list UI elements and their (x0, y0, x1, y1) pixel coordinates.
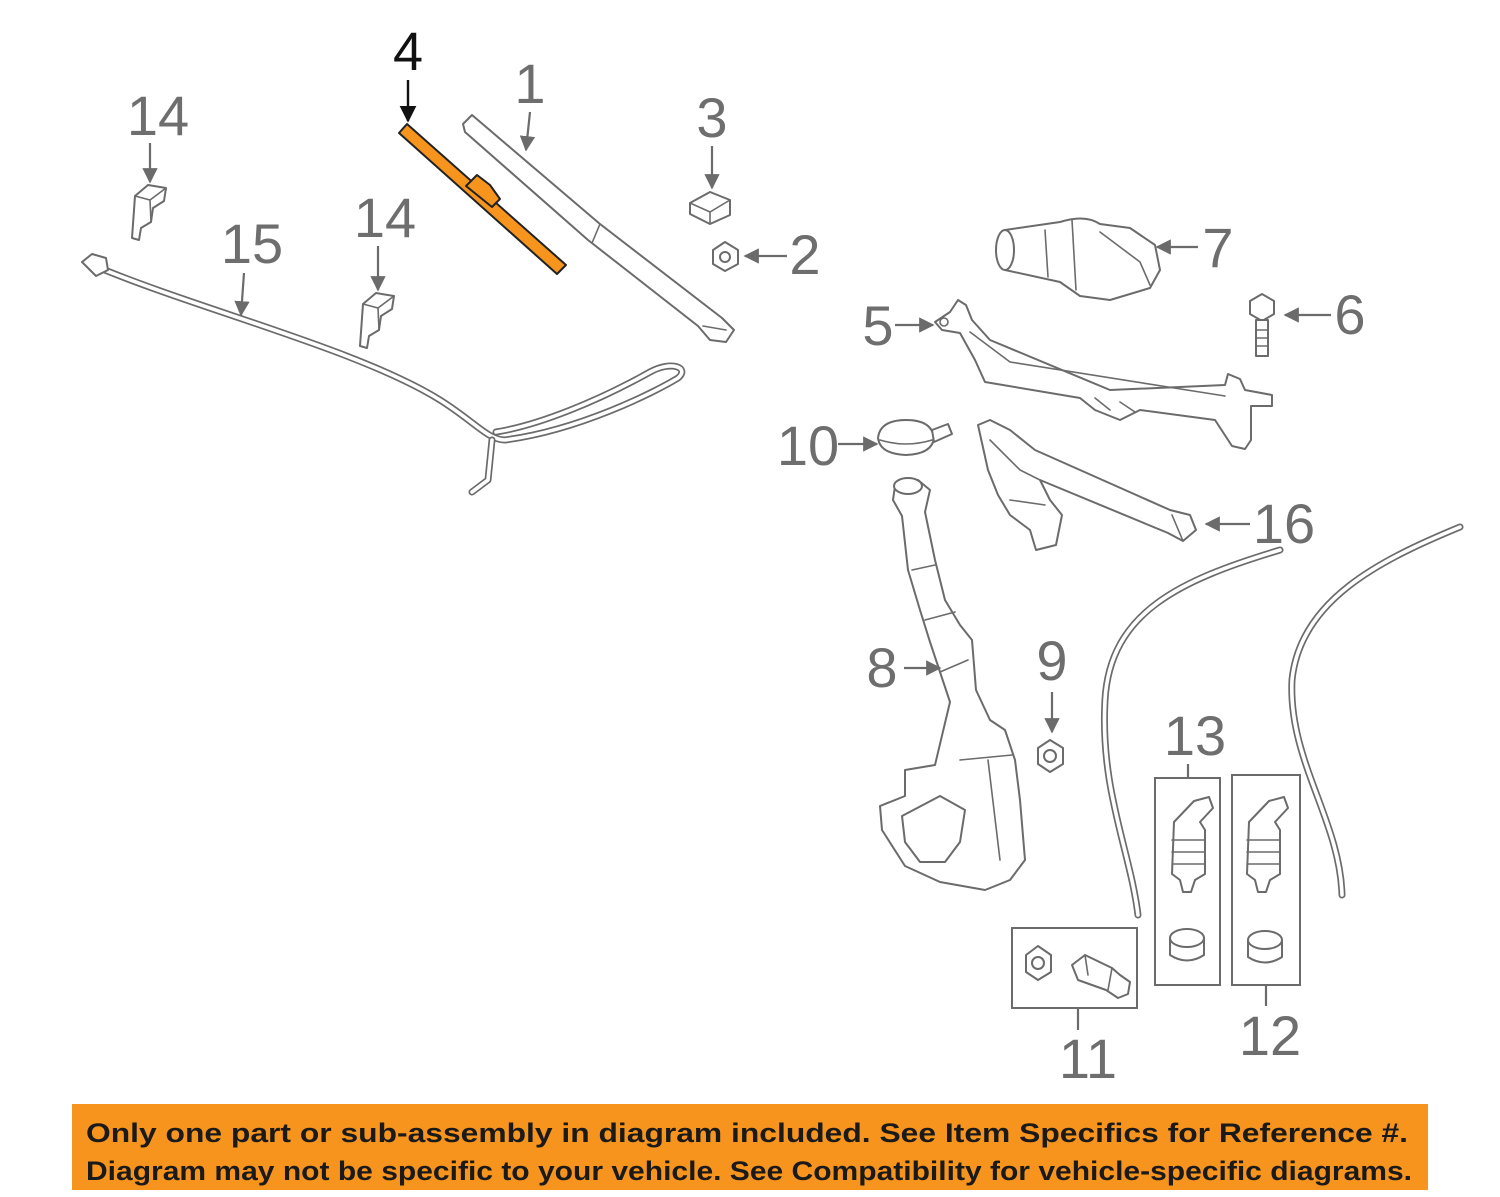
callout-label: 2 (789, 223, 820, 286)
callout-13: 13 (1164, 704, 1226, 778)
grommet-13 (1169, 928, 1205, 962)
callout-label: 14 (127, 84, 189, 147)
wiper-blade-4 (398, 123, 567, 275)
callout-9: 9 (1036, 629, 1068, 734)
wiper-arm-1 (462, 114, 735, 343)
callout-2: 2 (743, 223, 821, 286)
callout-label: 3 (696, 86, 727, 149)
callout-5: 5 (862, 294, 935, 357)
reservoir-cap-10 (877, 419, 953, 456)
callout-label: 15 (221, 212, 283, 275)
level-sensor-11 (1071, 954, 1131, 999)
nut-9 (1037, 739, 1064, 773)
washer-nozzle-13 (1171, 796, 1214, 893)
callout-12: 12 (1239, 985, 1301, 1067)
washer-hose-left-right-side (1100, 546, 1284, 919)
callout-label: 14 (354, 186, 416, 249)
callout-label: 7 (1202, 216, 1233, 279)
washer-nozzle-12 (1246, 796, 1289, 893)
clip-14-left (131, 184, 167, 241)
washer-hose-right-side (1288, 523, 1464, 899)
callout-label: 16 (1253, 492, 1315, 555)
nut-11 (1025, 945, 1052, 981)
washer-reservoir-8 (879, 477, 1026, 891)
disclaimer-banner: Only one part or sub-assembly in diagram… (72, 1104, 1428, 1190)
callout-8: 8 (866, 636, 942, 699)
callout-1: 1 (514, 52, 546, 152)
clip-14-right (359, 292, 395, 349)
banner-line-1: Only one part or sub-assembly in diagram… (86, 1118, 1408, 1148)
callout-label: 8 (866, 636, 897, 699)
callout-16: 16 (1204, 492, 1315, 555)
callout-label: 11 (1059, 1027, 1117, 1090)
callout-15: 15 (221, 212, 283, 317)
callout-label: 5 (862, 294, 893, 357)
group-box-11 (1011, 927, 1138, 1009)
wiper-motor-7 (995, 217, 1161, 301)
callout-4: 4 (393, 22, 423, 123)
callout-6: 6 (1283, 283, 1366, 346)
callout-label: 6 (1334, 283, 1365, 346)
nut-2 (712, 241, 739, 272)
callout-label: 9 (1036, 629, 1067, 692)
callout-label: 10 (777, 414, 839, 477)
callout-11: 11 (1059, 1008, 1117, 1090)
callout-10: 10 (777, 414, 879, 477)
cap-3 (689, 191, 731, 225)
bolt-6 (1249, 293, 1275, 357)
callout-3: 3 (696, 86, 728, 190)
banner-line-2: Diagram may not be specific to your vehi… (86, 1156, 1412, 1186)
callout-7: 7 (1155, 216, 1234, 279)
callout-label: 1 (514, 52, 545, 115)
group-box-12 (1231, 774, 1301, 986)
callout-14-right: 14 (354, 186, 416, 292)
washer-hose-15 (81, 253, 686, 496)
washer-bracket-16 (977, 419, 1197, 551)
banner-background (72, 1104, 1428, 1190)
callout-label: 12 (1239, 1004, 1301, 1067)
callout-14-left: 14 (127, 84, 189, 184)
wiper-linkage-5 (934, 299, 1273, 450)
callout-label: 13 (1164, 704, 1226, 767)
grommet-12 (1247, 930, 1283, 964)
callout-label: 4 (393, 22, 423, 82)
